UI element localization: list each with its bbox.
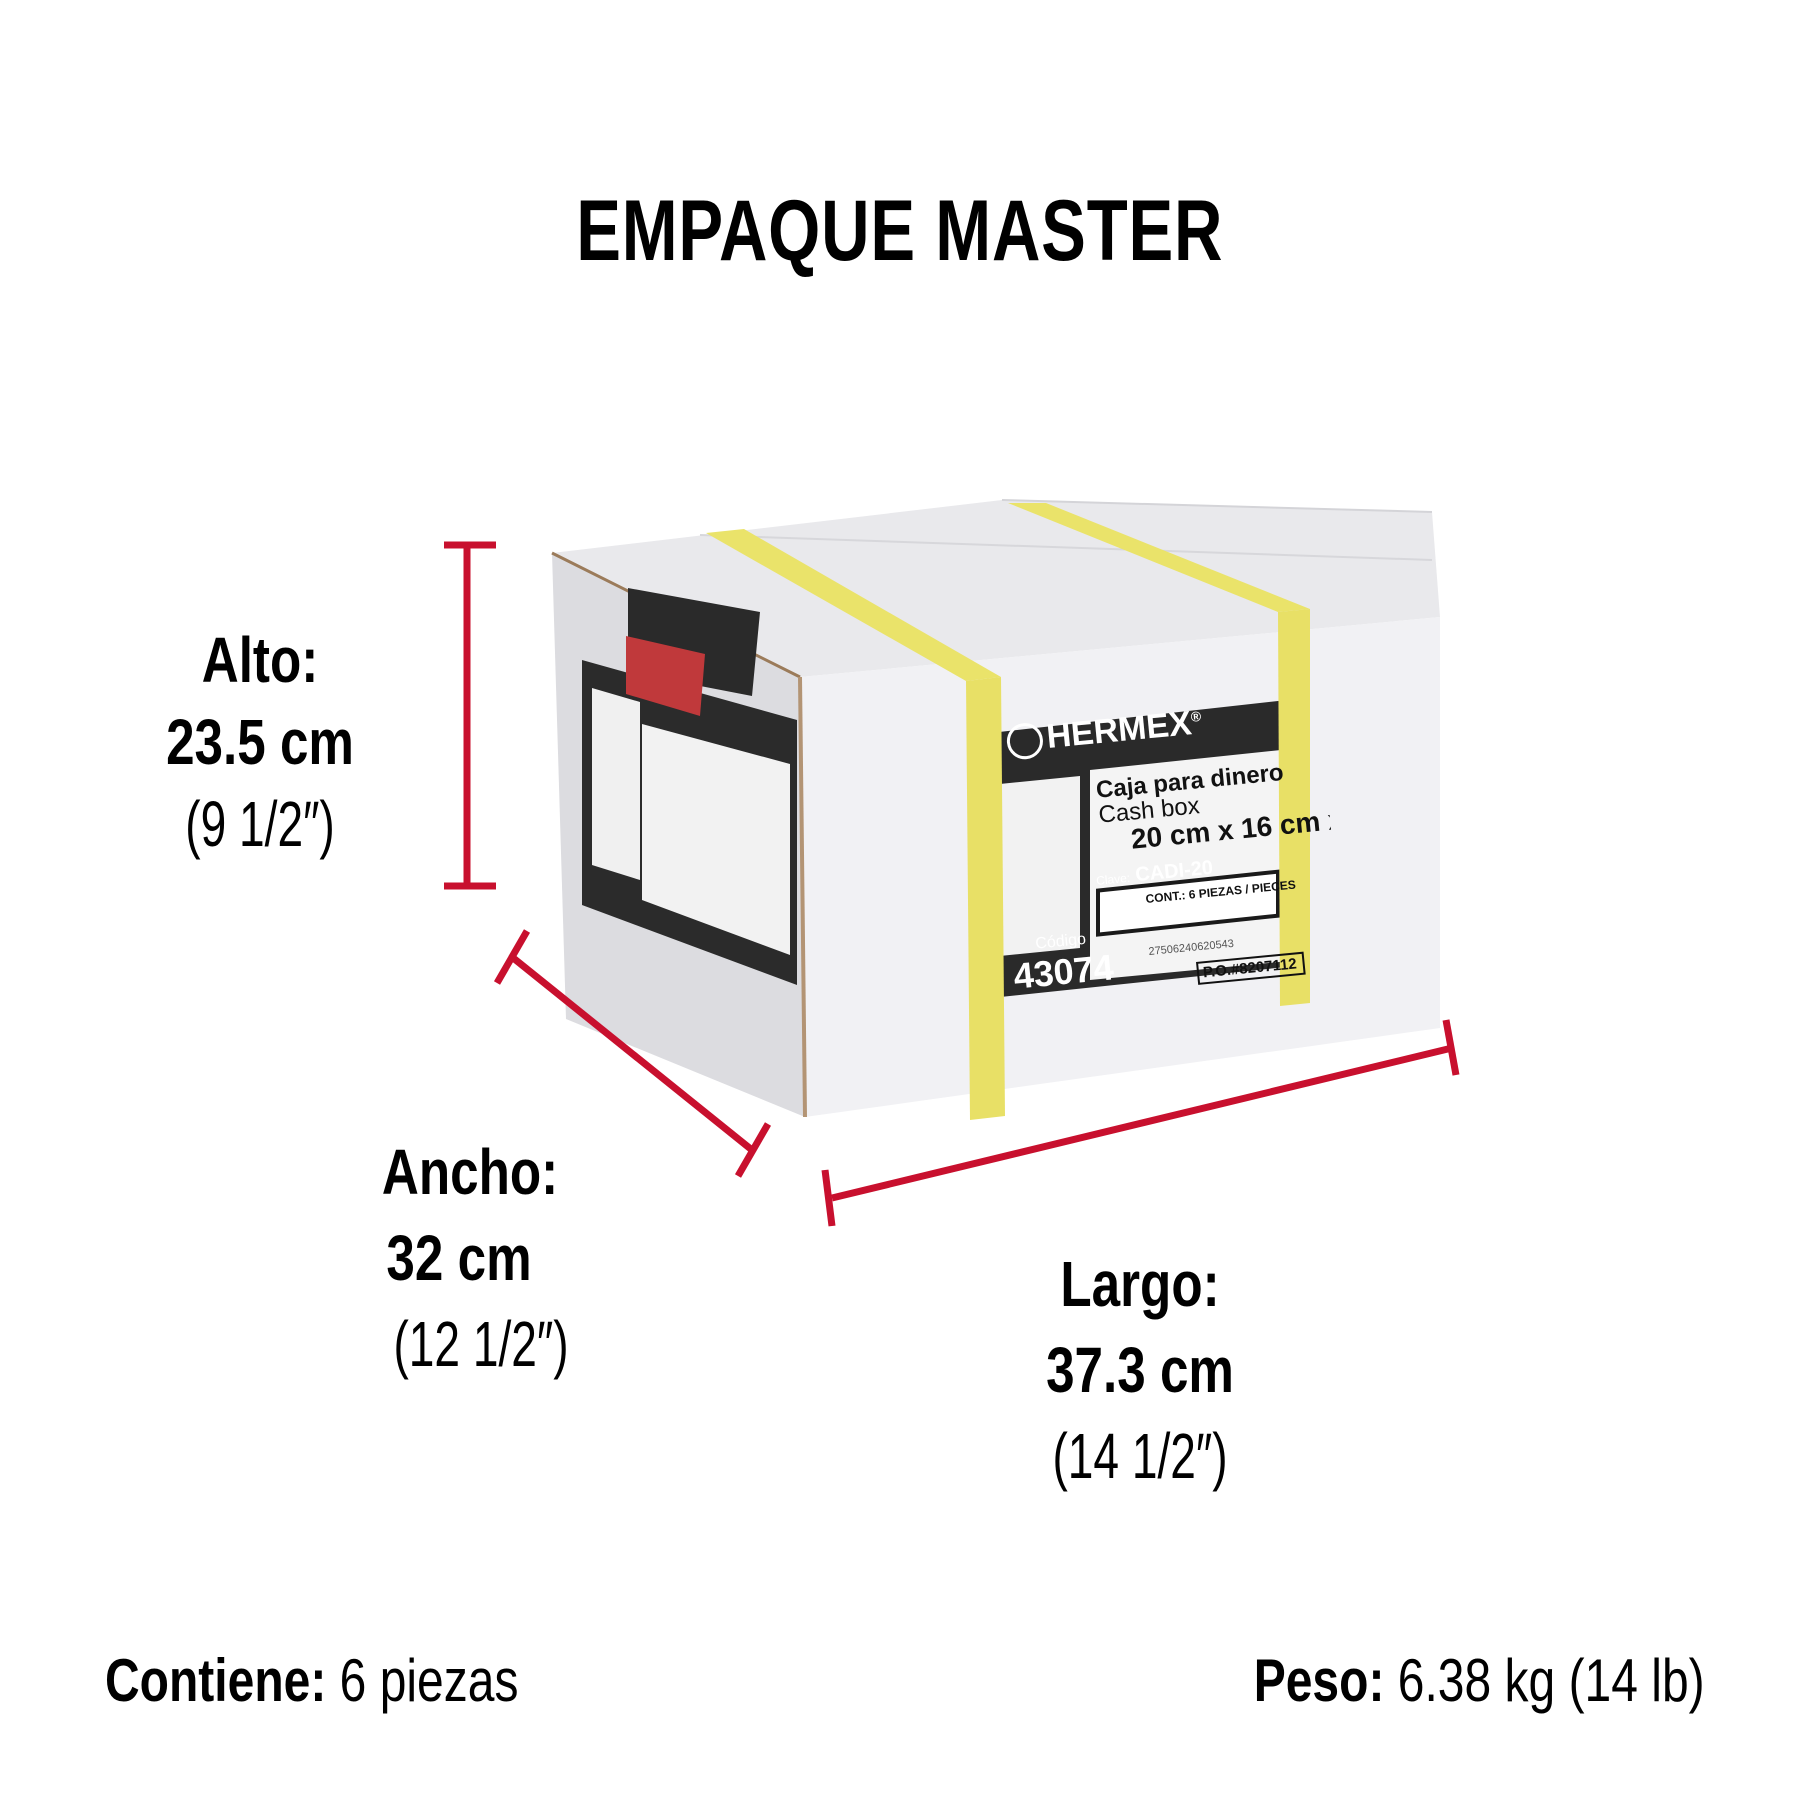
length-dimension-line xyxy=(821,1019,1460,1227)
codigo: Código 43074 xyxy=(1011,930,1116,997)
strap-right-front xyxy=(1278,609,1310,1006)
height-dimension-line xyxy=(444,541,496,890)
strap-left-top xyxy=(706,529,1001,681)
front-label xyxy=(972,698,1305,1000)
width-dimension-line xyxy=(493,929,772,1178)
width-label: Ancho: 32 cm (12 1/2″) xyxy=(381,1136,569,1380)
weight-info: Peso: 6.38 kg (14 lb) xyxy=(1254,1647,1705,1714)
strap-right-top xyxy=(1008,503,1310,612)
height-label: Alto: 23.5 cm (9 1/2″) xyxy=(166,624,354,860)
keyhole-icon xyxy=(1005,721,1045,761)
box-top-face xyxy=(552,500,1440,677)
page-title: EMPAQUE MASTER xyxy=(576,183,1224,279)
strap-left-front xyxy=(966,677,1005,1120)
length-label: Largo: 37.3 cm (14 1/2″) xyxy=(1046,1248,1234,1492)
contents-info: Contiene: 6 piezas xyxy=(105,1647,519,1714)
